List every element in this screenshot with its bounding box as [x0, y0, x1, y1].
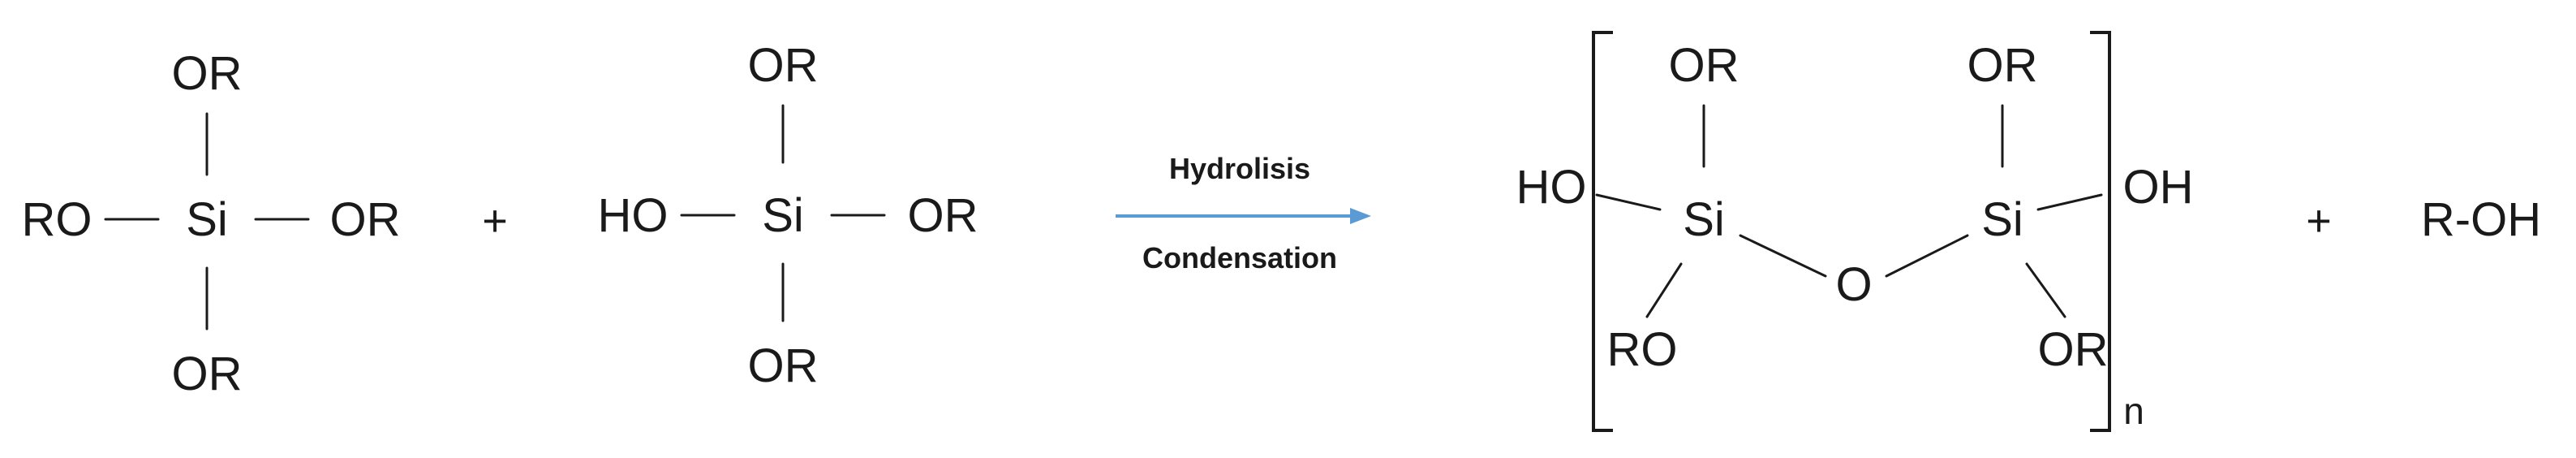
reactant-1-bottom-group: OR — [172, 348, 243, 400]
reactant-1-silicon: Si — [186, 193, 228, 246]
plus-sign-2: + — [2306, 197, 2332, 245]
byproduct-alcohol: R-OH — [2421, 193, 2541, 246]
product-silicon-2: Si — [1981, 193, 2023, 246]
product-end-hydroxyl-right: OH — [2123, 161, 2194, 214]
plus-sign-1: + — [482, 197, 508, 245]
product-bracket-left — [1592, 31, 1613, 432]
reactant-1-top-group: OR — [172, 47, 243, 100]
product-bond-si-oh — [2036, 193, 2103, 211]
reactant-1-left-group: RO — [22, 193, 92, 246]
product-repeat-subscript: n — [2123, 390, 2144, 432]
arrow-head — [1350, 208, 1371, 224]
product-si1-top-group: OR — [1669, 39, 1740, 92]
product-bond-si1-o — [1739, 234, 1827, 278]
product-si2-top-group: OR — [1967, 39, 2038, 92]
reaction-arrow: Hydrolisis Condensation — [1116, 152, 1371, 274]
product-bond-si1-bottom — [1645, 262, 1683, 318]
reactant-2-molecule: OR HO Si OR OR — [598, 39, 978, 392]
reactant-2-right-group: OR — [908, 189, 978, 242]
product-end-hydroxyl-left: HO — [1516, 161, 1587, 214]
product-si1-bottom-group: RO — [1607, 323, 1678, 376]
product-bracket-right — [2090, 31, 2111, 432]
reactant-2-silicon: Si — [762, 189, 804, 242]
condition-condensation-label: Condensation — [1142, 241, 1337, 274]
product-si2-bottom-group: OR — [2038, 323, 2109, 376]
reactant-2-left-group: HO — [598, 189, 669, 242]
product-bond-ho-si — [1595, 193, 1662, 211]
product-bond-o-si2 — [1885, 234, 1969, 278]
product-bond-si2-bottom — [2025, 262, 2066, 318]
reactant-1-right-group: OR — [330, 193, 401, 246]
reactant-1-molecule: OR RO Si OR OR — [22, 47, 401, 400]
product-silicon-1: Si — [1683, 193, 1725, 246]
product-polymer: HO OR Si RO O OR Si OR OH n — [1516, 31, 2194, 432]
product-bridging-oxygen: O — [1835, 258, 1872, 311]
reactant-2-bottom-group: OR — [748, 339, 819, 392]
reactant-2-top-group: OR — [748, 39, 819, 92]
condition-hydrolysis-label: Hydrolisis — [1169, 152, 1310, 185]
